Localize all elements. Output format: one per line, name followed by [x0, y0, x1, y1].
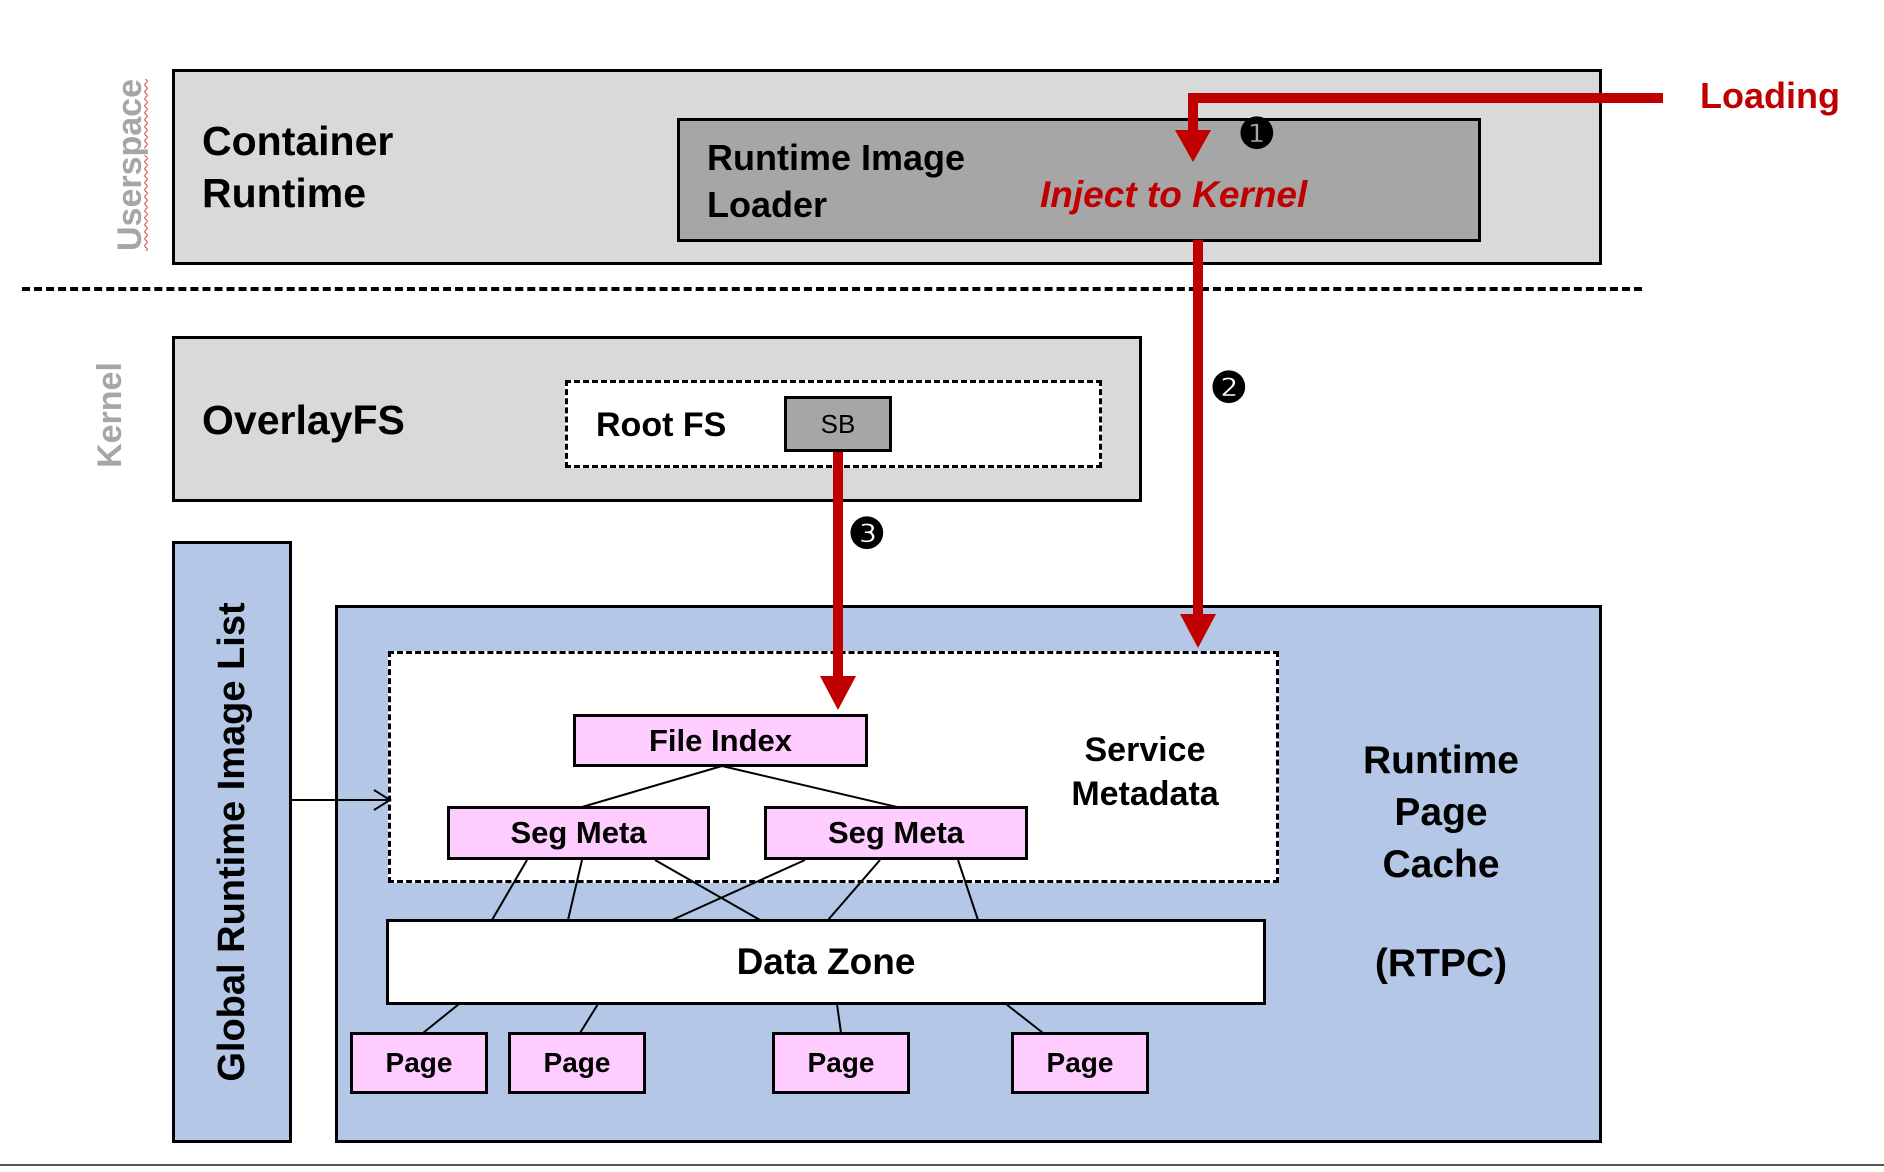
sb-box: SB [784, 396, 892, 452]
step-1-marker: ❶ [1238, 110, 1276, 157]
service-metadata-line2: Metadata [1071, 775, 1219, 813]
seg-meta-label: Seg Meta [510, 815, 647, 850]
runtime-image-loader-label: Runtime Image Loader [707, 134, 965, 228]
seg-meta-node: Seg Meta [764, 806, 1028, 860]
overlayfs-label: OverlayFS [202, 397, 405, 443]
step-2-marker: ❷ [1210, 364, 1248, 411]
rtpc-title: Runtime Page Cache [1330, 735, 1552, 891]
layer-divider [22, 287, 1642, 291]
data-zone-box: Data Zone [386, 919, 1266, 1005]
loading-label: Loading [1700, 75, 1840, 116]
tree-line [827, 859, 881, 921]
loading-arrowhead [1175, 130, 1211, 162]
sb-arrowhead [820, 676, 856, 710]
container-runtime-line2: Runtime [202, 170, 366, 216]
tree-line [581, 765, 723, 808]
loader-line1: Runtime Image [707, 137, 966, 178]
container-runtime-line1: Container [202, 118, 394, 164]
tree-line [721, 765, 898, 808]
file-index-node: File Index [573, 714, 868, 767]
loader-line2: Loader [707, 184, 828, 225]
rtpc-title-line2: Page [1394, 791, 1488, 834]
global-list-arrowhead [373, 789, 392, 811]
rtpc-title-line3: Cache [1382, 843, 1500, 886]
container-runtime-label: Container Runtime [202, 115, 393, 219]
seg-meta-node: Seg Meta [447, 806, 710, 860]
tree-line [836, 1003, 842, 1034]
service-metadata-line1: Service [1084, 731, 1206, 769]
seg-meta-label: Seg Meta [827, 815, 965, 850]
bottom-border [0, 1164, 1884, 1166]
inject-to-kernel-label: Inject to Kernel [1040, 174, 1308, 215]
page-node: Page [1011, 1032, 1149, 1094]
rtpc-abbr: (RTPC) [1374, 942, 1508, 985]
tree-line [579, 1003, 599, 1034]
step-3-marker: ❸ [848, 510, 886, 557]
tree-line [957, 859, 979, 921]
tree-line [1005, 1003, 1044, 1034]
rtpc-title-line1: Runtime [1363, 739, 1519, 782]
page-node: Page [508, 1032, 646, 1094]
tree-line [491, 859, 528, 921]
loading-arrow [1188, 93, 1663, 138]
tree-line [422, 1003, 460, 1034]
root-fs-label: Root FS [596, 406, 727, 444]
tree-line [567, 859, 583, 921]
tree-line [671, 859, 806, 921]
service-metadata-label: Service Metadata [1050, 728, 1240, 816]
runtime-image-loader-box [677, 118, 1481, 242]
inject-arrowhead [1180, 614, 1216, 648]
page-node: Page [772, 1032, 910, 1094]
page-node: Page [350, 1032, 488, 1094]
tree-line [654, 859, 761, 921]
global-runtime-image-list-box [172, 541, 292, 1143]
